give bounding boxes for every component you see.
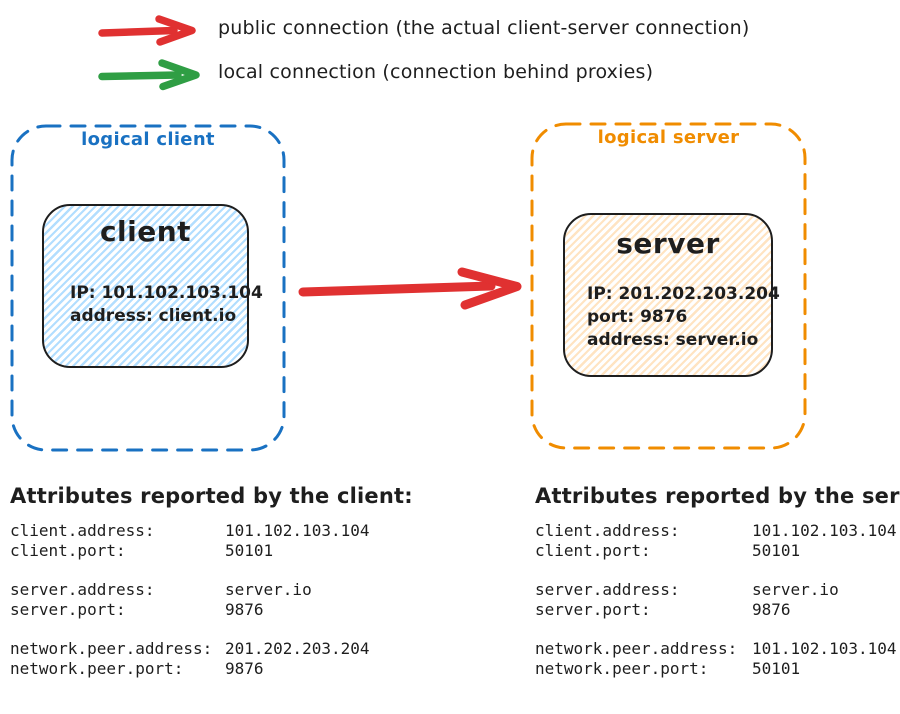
attribute-row: network.peer.address: 201.202.203.204 bbox=[10, 639, 370, 659]
attribute-value: 50101 bbox=[752, 658, 801, 678]
attribute-key: network.peer.port: bbox=[10, 658, 184, 678]
attribute-row: network.peer.port: 50101 bbox=[535, 659, 897, 679]
attribute-value: 9876 bbox=[225, 658, 264, 678]
attribute-row: client.address: 101.102.103.104 bbox=[535, 521, 897, 541]
attribute-value: 101.102.103.104 bbox=[752, 521, 897, 540]
attribute-value: 50101 bbox=[752, 540, 801, 560]
public-connection-label: public connection (the actual client-ser… bbox=[218, 17, 750, 39]
attribute-key: server.port: bbox=[535, 599, 651, 619]
server-node-lines: IP: 201.202.203.204 port: 9876 address: … bbox=[587, 283, 780, 352]
attribute-row: client.address: 101.102.103.104 bbox=[10, 521, 370, 541]
attribute-key: network.peer.port: bbox=[535, 658, 709, 678]
server-node-line-port: port: 9876 bbox=[587, 307, 688, 327]
attribute-value: 9876 bbox=[752, 599, 791, 619]
local-connection-arrow-icon bbox=[98, 59, 202, 91]
attribute-key: client.address: bbox=[535, 521, 680, 540]
server-node: server IP: 201.202.203.204 port: 9876 ad… bbox=[563, 213, 780, 377]
attribute-value: 101.102.103.104 bbox=[752, 639, 897, 658]
attribute-row: network.peer.address: 101.102.103.104 bbox=[535, 639, 897, 659]
attribute-row: server.address: server.io bbox=[535, 580, 897, 600]
logical-client-box: logical client client IP: 101.102.103.10… bbox=[10, 124, 286, 452]
attribute-row: server.address: server.io bbox=[10, 580, 370, 600]
logical-server-label: logical server bbox=[597, 127, 740, 148]
public-connection-main-arrow-icon bbox=[295, 266, 527, 310]
client-node-title: client bbox=[99, 215, 192, 248]
client-attributes-table: client.address: 101.102.103.104 client.p… bbox=[10, 521, 370, 678]
attribute-key: network.peer.address: bbox=[535, 639, 738, 658]
attribute-value: server.io bbox=[225, 580, 312, 599]
attribute-value: 50101 bbox=[225, 540, 274, 560]
attribute-key: server.port: bbox=[10, 599, 126, 619]
attribute-value: 201.202.203.204 bbox=[225, 639, 370, 658]
attribute-value: 9876 bbox=[225, 599, 264, 619]
server-node-line-ip: IP: 201.202.203.204 bbox=[587, 284, 780, 304]
attribute-value: 101.102.103.104 bbox=[225, 521, 370, 540]
attribute-key: server.address: bbox=[535, 580, 680, 599]
server-attributes-heading: Attributes reported by the server: bbox=[535, 484, 900, 508]
client-node: client IP: 101.102.103.104 address: clie… bbox=[42, 204, 263, 368]
attribute-value: server.io bbox=[752, 580, 839, 599]
local-connection-label: local connection (connection behind prox… bbox=[218, 61, 654, 83]
logical-client-dashed-border bbox=[10, 124, 286, 452]
client-attributes-heading: Attributes reported by the client: bbox=[10, 484, 413, 508]
attribute-row: client.port: 50101 bbox=[10, 541, 370, 561]
client-node-line-ip: IP: 101.102.103.104 bbox=[70, 283, 263, 303]
public-connection-arrow-icon bbox=[98, 15, 198, 46]
server-node-title: server bbox=[616, 227, 720, 260]
attribute-row: server.port: 9876 bbox=[535, 600, 897, 620]
server-node-line-address: address: server.io bbox=[587, 330, 759, 350]
attribute-row: server.port: 9876 bbox=[10, 600, 370, 620]
logical-server-dashed-border bbox=[530, 122, 807, 450]
attribute-row: network.peer.port: 9876 bbox=[10, 659, 370, 679]
client-node-lines: IP: 101.102.103.104 address: client.io bbox=[70, 282, 263, 328]
client-node-line-address: address: client.io bbox=[70, 306, 237, 326]
attribute-key: client.port: bbox=[535, 540, 651, 560]
logical-server-box: logical server server IP: 201.202.203.20… bbox=[530, 122, 807, 450]
logical-client-label: logical client bbox=[81, 129, 215, 150]
attribute-row: client.port: 50101 bbox=[535, 541, 897, 561]
attribute-key: server.address: bbox=[10, 580, 155, 599]
server-attributes-table: client.address: 101.102.103.104 client.p… bbox=[535, 521, 897, 678]
attribute-key: client.port: bbox=[10, 540, 126, 560]
attribute-key: client.address: bbox=[10, 521, 155, 540]
attribute-key: network.peer.address: bbox=[10, 639, 213, 658]
